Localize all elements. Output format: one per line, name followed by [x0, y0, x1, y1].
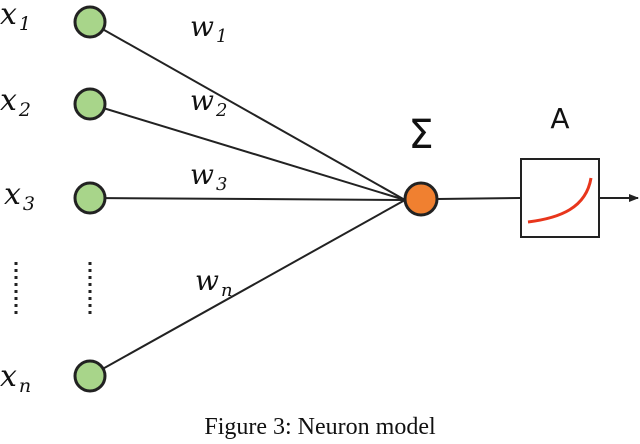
figure-caption: Figure 3: Neuron model: [204, 414, 436, 440]
connection-line-2: [89, 103, 406, 201]
activation-curve: [527, 177, 593, 224]
activation-box: [520, 158, 600, 238]
summation-symbol: Σ: [408, 112, 433, 158]
summation-node: [403, 181, 439, 217]
sum-to-activation-line: [436, 197, 521, 200]
input-node-3: [73, 181, 107, 215]
connection-line-3: [89, 197, 406, 201]
connection-line-n: [89, 199, 406, 377]
connection-line-1: [89, 21, 406, 201]
input-node-2: [73, 87, 107, 121]
input-node-1: [73, 5, 107, 39]
activation-label: A: [550, 102, 569, 135]
input-node-n: [73, 359, 107, 393]
